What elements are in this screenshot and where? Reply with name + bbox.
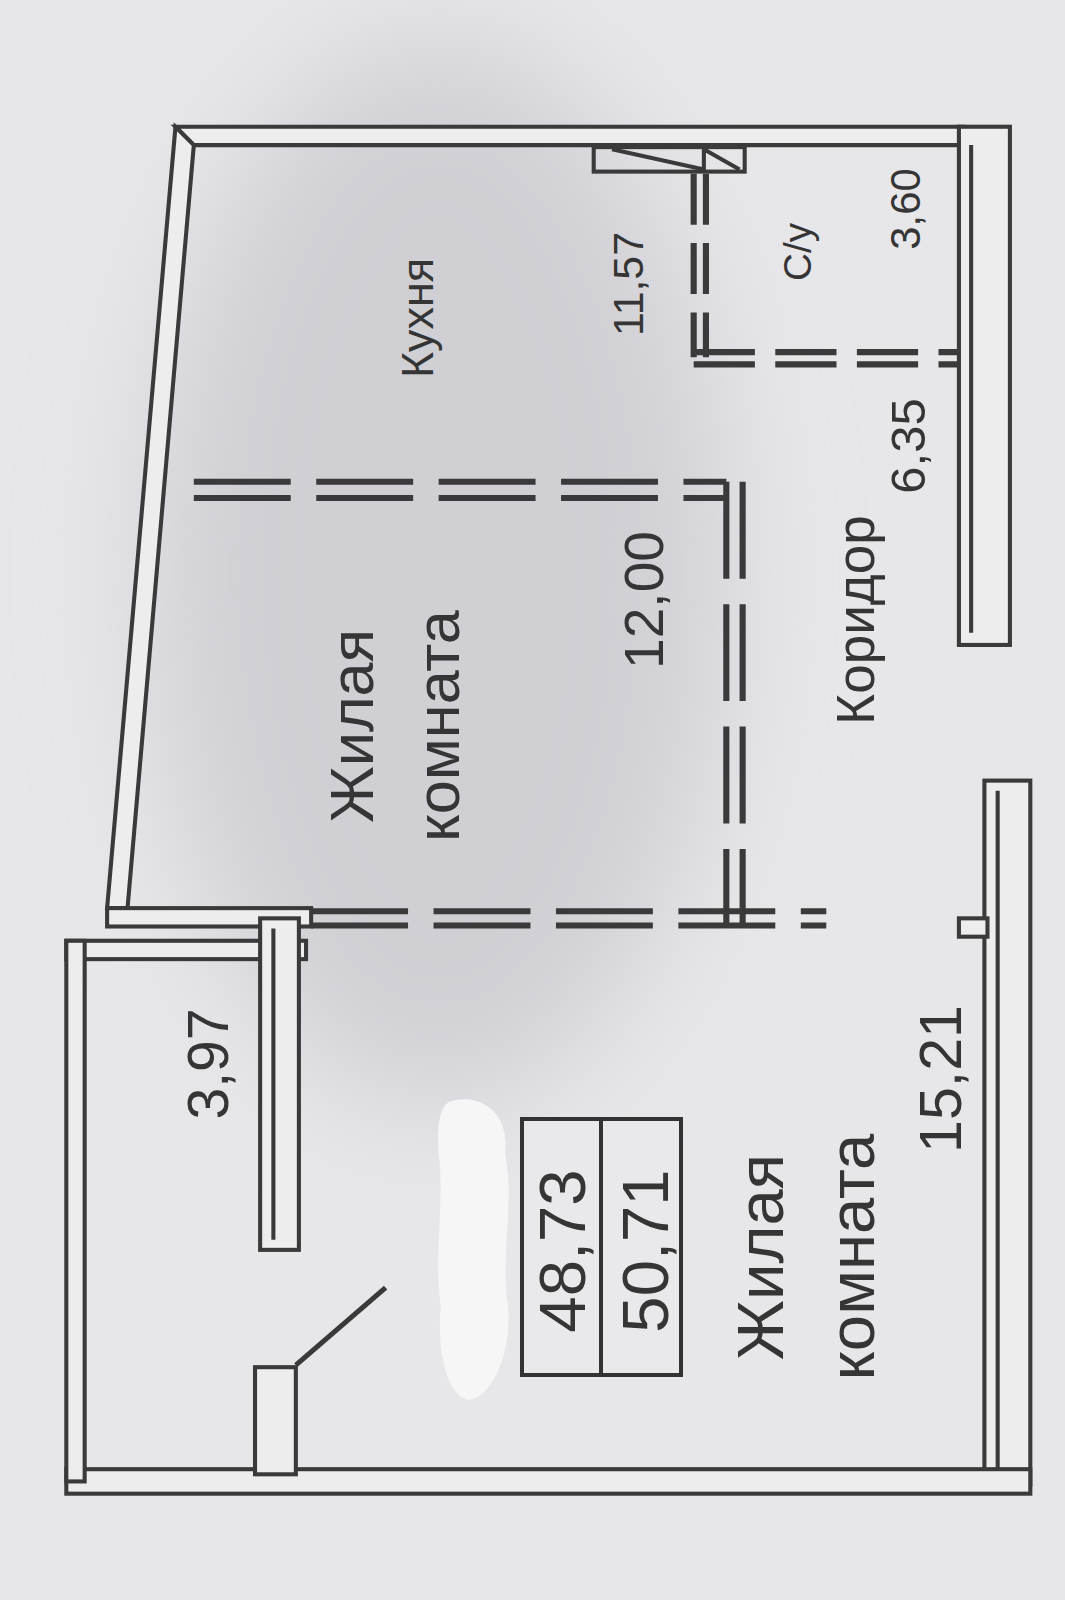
- wall: [175, 127, 964, 145]
- partition: [691, 174, 697, 358]
- wall: [107, 127, 194, 908]
- partition: [703, 174, 709, 358]
- walls: [66, 127, 1030, 1494]
- partition: [311, 908, 826, 914]
- partition: [194, 495, 727, 501]
- room-name: Коридор: [824, 516, 885, 725]
- wall: [959, 918, 988, 936]
- area-number: 11,57: [605, 232, 654, 336]
- partition: [740, 482, 746, 924]
- area-number: 6,35: [880, 398, 936, 493]
- wall: [66, 1469, 1030, 1493]
- area-number: 3,60: [882, 168, 930, 249]
- vent-shaft: [594, 147, 745, 171]
- partition: [694, 349, 959, 355]
- room: Жилая комната15,21 48,7350,71: [301, 930, 982, 1467]
- room-name: С/у: [775, 223, 820, 281]
- vent-zigzag: [612, 149, 740, 169]
- wall-line: [996, 791, 1000, 1469]
- room: С/у3,60: [708, 173, 957, 348]
- area-number: 12,00: [613, 531, 676, 669]
- partitions: [194, 174, 959, 926]
- room-name: Жилая комната: [714, 1107, 897, 1407]
- partition: [694, 361, 959, 367]
- partition: [311, 922, 826, 928]
- room-name: Жилая комната: [310, 586, 481, 868]
- door-swing: [296, 1288, 386, 1366]
- redaction: [438, 1099, 508, 1399]
- room: Кухня 11,57: [133, 145, 692, 480]
- total-area: 50,71: [608, 1169, 683, 1332]
- total-area: 48,73: [525, 1169, 600, 1332]
- wall-line: [271, 929, 275, 1240]
- partition: [723, 482, 729, 924]
- area-number: 15,21: [907, 1005, 975, 1153]
- area-box: 48,7350,71: [520, 1117, 683, 1377]
- wall: [66, 941, 84, 1482]
- wall: [984, 781, 1030, 1485]
- room: Жилая комната 12,00: [131, 502, 725, 908]
- wall: [959, 127, 1010, 645]
- wall-line: [969, 145, 973, 633]
- wall: [255, 1367, 296, 1474]
- area-number: 3,97: [176, 1008, 242, 1119]
- room: 3,97: [86, 961, 259, 1467]
- wall: [260, 918, 299, 1250]
- partition: [194, 479, 727, 485]
- room-name: Кухня: [392, 258, 444, 378]
- room: Коридор 6,35: [745, 367, 957, 908]
